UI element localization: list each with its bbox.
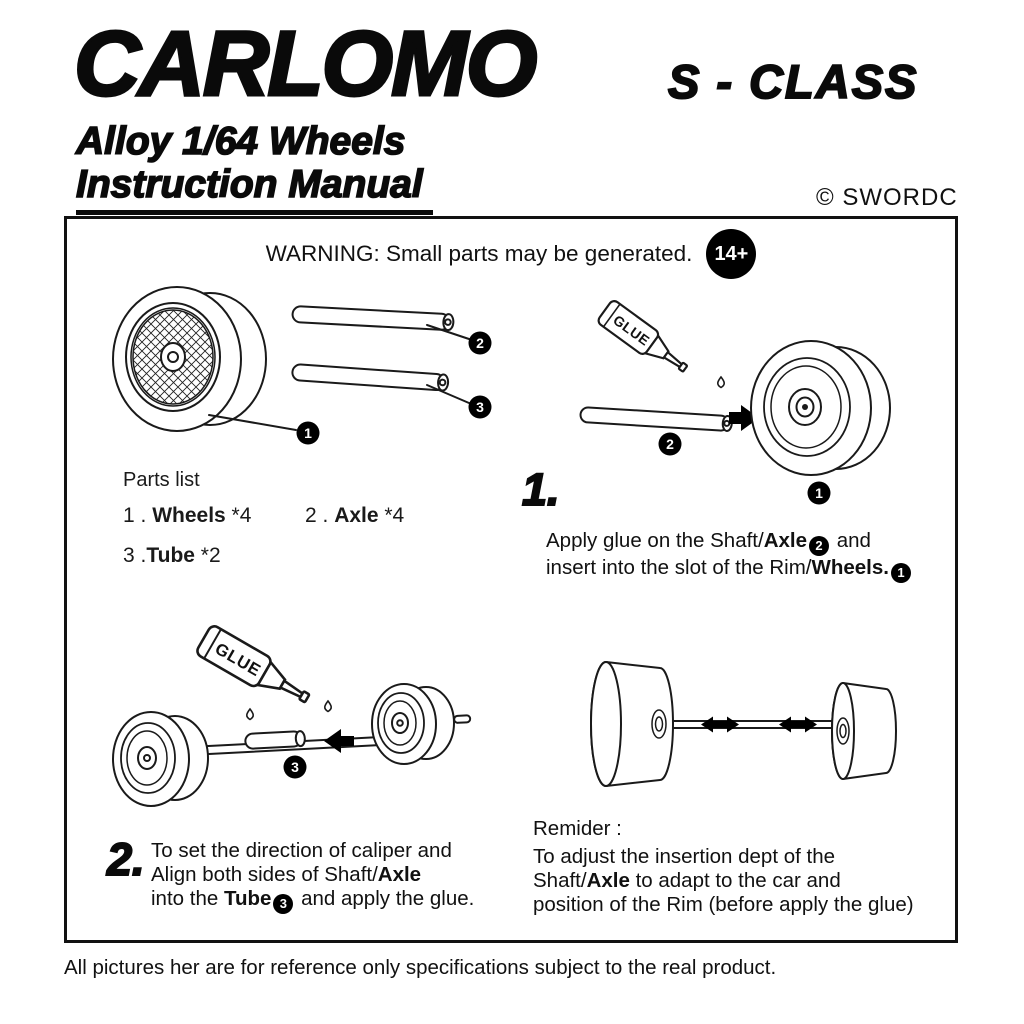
part-badge-2: 2 xyxy=(468,331,492,355)
axle-rod xyxy=(579,406,733,432)
step2-number: 2. xyxy=(106,834,146,885)
product-line-title: Alloy 1/64 Wheels xyxy=(75,119,406,164)
warning-row: WARNING: Small parts may be generated. 1… xyxy=(67,227,955,281)
leader-line-axle xyxy=(426,324,470,340)
glue-drop-icon xyxy=(246,707,254,721)
insert-arrow-icon xyxy=(324,729,354,753)
glue-drop-icon xyxy=(717,375,725,389)
step2-line2: Align both sides of Shaft/Axle xyxy=(151,863,422,886)
reminder-line3: position of the Rim (before apply the gl… xyxy=(533,893,914,916)
part-badge-1: 1 xyxy=(807,481,831,505)
step1-wheel-diagram: 1 xyxy=(750,340,891,505)
wheel-illustration xyxy=(750,340,891,476)
mesh-wheel-illustration xyxy=(112,286,267,432)
glue-bottle: GLUE xyxy=(597,300,689,373)
svg-text:1: 1 xyxy=(815,485,823,501)
part-badge-3: 3 xyxy=(283,755,307,779)
warning-text: WARNING: Small parts may be generated. xyxy=(265,241,693,266)
step1-glue-diagram: GLUE xyxy=(597,300,725,389)
parts-diagram: 1 2 3 xyxy=(112,286,492,445)
reminder-title: Remider : xyxy=(533,817,622,840)
disclaimer-text: All pictures her are for reference only … xyxy=(64,956,777,979)
svg-text:3: 3 xyxy=(291,759,299,775)
reminder-assembly-diagram xyxy=(590,660,897,788)
tube-part-illustration xyxy=(291,363,450,392)
model-name: S - CLASS xyxy=(667,54,919,109)
leader-line-wheel xyxy=(208,414,297,431)
svg-text:1: 1 xyxy=(304,425,312,441)
step1-line2: insert into the slot of the Rim/Wheels.1 xyxy=(546,556,956,583)
inline-badge-2: 2 xyxy=(809,536,829,556)
manual-content-box: WARNING: Small parts may be generated. 1… xyxy=(64,216,958,943)
leader-line-tube xyxy=(426,384,470,404)
parts-list-row: 3 .Tube *2 xyxy=(123,544,221,567)
svg-text:2: 2 xyxy=(476,335,484,351)
step2-glue-diagram: GLUE xyxy=(196,625,332,721)
insert-arrow-icon xyxy=(729,405,759,431)
step1-axle-diagram: 2 xyxy=(579,405,759,456)
step2-instructions: To set the direction of caliper and Alig… xyxy=(151,839,531,914)
brand-logo: CARLOMO xyxy=(72,13,538,115)
parts-list-title: Parts list xyxy=(123,469,200,491)
adjust-arrows-icon xyxy=(701,716,817,733)
inline-badge-1: 1 xyxy=(890,563,911,583)
right-wheel-illustration xyxy=(831,681,897,781)
svg-text:3: 3 xyxy=(476,399,484,415)
right-wheel-illustration xyxy=(371,683,455,765)
left-wheel-illustration xyxy=(590,660,674,788)
part-badge-2: 2 xyxy=(658,432,682,456)
left-wheel-illustration xyxy=(112,711,209,807)
reminder-line2: Shaft/Axle to adapt to the car and xyxy=(533,869,841,892)
copyright-notice: © SWORDC xyxy=(816,184,958,211)
reminder-note: Remider : To adjust the insertion dept o… xyxy=(533,817,953,917)
step1-number: 1. xyxy=(521,464,561,515)
step2-assembly-diagram: 3 xyxy=(112,683,472,807)
part-badge-1: 1 xyxy=(296,421,320,445)
reminder-line1: To adjust the insertion dept of the xyxy=(533,845,836,868)
step2-line1: To set the direction of caliper and xyxy=(151,839,452,862)
tube-part-illustration xyxy=(244,730,306,750)
age-rating-badge: 14+ xyxy=(706,229,757,279)
part-badge-3: 3 xyxy=(468,395,492,419)
svg-text:2: 2 xyxy=(666,436,674,452)
axle-stub xyxy=(453,714,472,724)
glue-drop-icon xyxy=(324,699,332,713)
axle-part-illustration xyxy=(291,305,455,332)
inline-badge-3: 3 xyxy=(273,894,294,914)
document-title: Instruction Manual xyxy=(75,162,433,215)
